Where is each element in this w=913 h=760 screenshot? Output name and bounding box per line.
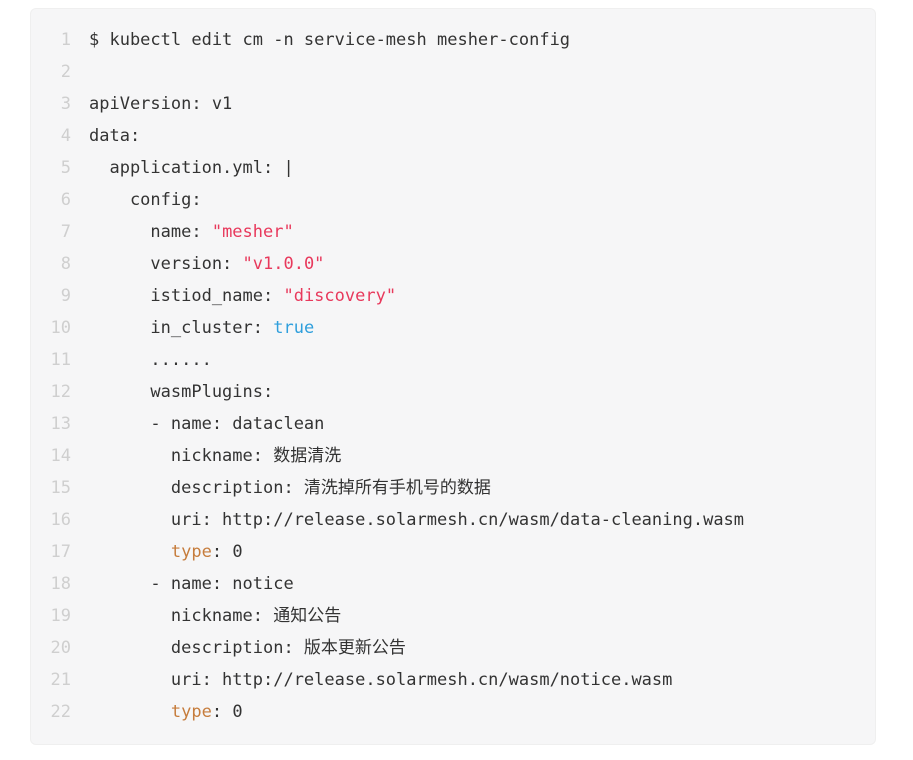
code-line: 21 uri: http://release.solarmesh.cn/wasm…	[31, 664, 875, 696]
code-text: application.yml: |	[71, 152, 294, 184]
line-number: 19	[50, 606, 71, 626]
code-token-plain: version:	[89, 254, 243, 274]
code-token-literal: true	[273, 318, 315, 338]
line-number: 12	[50, 382, 71, 402]
line-number: 15	[50, 478, 71, 498]
line-number: 16	[50, 510, 71, 530]
line-number: 17	[50, 542, 71, 562]
code-text: nickname: 通知公告	[71, 600, 341, 632]
code-token-plain: nickname: 数据清洗	[89, 446, 342, 466]
code-token-plain: application.yml: |	[89, 158, 294, 178]
line-number: 1	[60, 30, 71, 50]
code-token-plain	[89, 542, 171, 562]
code-token-plain: : 0	[211, 702, 243, 722]
code-text: apiVersion: v1	[71, 88, 232, 120]
code-line: 19 nickname: 通知公告	[31, 600, 875, 632]
code-line: 4 data:	[31, 120, 875, 152]
code-token-plain: wasmPlugins:	[89, 382, 274, 402]
line-number: 20	[50, 638, 71, 658]
code-token-plain: description: 版本更新公告	[89, 638, 406, 658]
code-token-plain: in_cluster:	[89, 318, 274, 338]
code-token-plain: - name: notice	[89, 574, 294, 594]
code-text: config:	[71, 184, 202, 216]
line-number: 21	[50, 670, 71, 690]
code-text: nickname: 数据清洗	[71, 440, 341, 472]
code-line: 3 apiVersion: v1	[31, 88, 875, 120]
line-number: 22	[50, 702, 71, 722]
code-line: 20 description: 版本更新公告	[31, 632, 875, 664]
code-text: $ kubectl edit cm -n service-mesh mesher…	[71, 24, 570, 56]
code-line: 2	[31, 56, 875, 88]
code-text: istiod_name: "discovery"	[71, 280, 396, 312]
line-number: 2	[60, 62, 71, 82]
code-token-orange: type	[170, 542, 212, 562]
code-text: data:	[71, 120, 140, 152]
code-line: 15 description: 清洗掉所有手机号的数据	[31, 472, 875, 504]
code-text: name: "mesher"	[71, 216, 294, 248]
line-number: 10	[50, 318, 71, 338]
code-line: 6 config:	[31, 184, 875, 216]
code-text: description: 清洗掉所有手机号的数据	[71, 472, 491, 504]
code-token-plain: description: 清洗掉所有手机号的数据	[89, 478, 491, 498]
line-number: 18	[50, 574, 71, 594]
code-text: uri: http://release.solarmesh.cn/wasm/da…	[71, 504, 744, 536]
code-line: 7 name: "mesher"	[31, 216, 875, 248]
code-line: 22 type: 0	[31, 696, 875, 728]
code-token-plain: uri: http://release.solarmesh.cn/wasm/da…	[89, 510, 745, 530]
code-line: 18 - name: notice	[31, 568, 875, 600]
line-number: 9	[60, 286, 71, 306]
code-token-orange: type	[170, 702, 212, 722]
code-token-plain: $ kubectl edit cm -n service-mesh mesher…	[89, 30, 571, 50]
code-token-plain: apiVersion: v1	[89, 94, 233, 114]
code-token-plain: data:	[89, 126, 141, 146]
code-text: ......	[71, 344, 212, 376]
line-number: 5	[60, 158, 71, 178]
code-line: 17 type: 0	[31, 536, 875, 568]
code-line: 5 application.yml: |	[31, 152, 875, 184]
code-token-plain: - name: dataclean	[89, 414, 325, 434]
code-token-plain: istiod_name:	[89, 286, 284, 306]
code-token-plain: uri: http://release.solarmesh.cn/wasm/no…	[89, 670, 673, 690]
line-number: 13	[50, 414, 71, 434]
code-token-string: "v1.0.0"	[242, 254, 325, 274]
code-token-string: "discovery"	[283, 286, 397, 306]
line-number: 7	[60, 222, 71, 242]
code-token-string: "mesher"	[211, 222, 294, 242]
code-text: - name: dataclean	[71, 408, 324, 440]
code-line: 10 in_cluster: true	[31, 312, 875, 344]
code-line: 11 ......	[31, 344, 875, 376]
code-line: 9 istiod_name: "discovery"	[31, 280, 875, 312]
line-number: 4	[60, 126, 71, 146]
code-text: version: "v1.0.0"	[71, 248, 324, 280]
code-text: uri: http://release.solarmesh.cn/wasm/no…	[71, 664, 673, 696]
code-line: 8 version: "v1.0.0"	[31, 248, 875, 280]
code-text: - name: notice	[71, 568, 294, 600]
line-number: 6	[60, 190, 71, 210]
code-text: type: 0	[71, 696, 243, 728]
line-number: 14	[50, 446, 71, 466]
line-number: 8	[60, 254, 71, 274]
code-token-plain	[89, 702, 171, 722]
line-number: 11	[50, 350, 71, 370]
code-text: in_cluster: true	[71, 312, 314, 344]
code-line: 14 nickname: 数据清洗	[31, 440, 875, 472]
code-token-plain: : 0	[211, 542, 243, 562]
code-token-plain: config:	[89, 190, 202, 210]
code-token-plain: ......	[89, 350, 212, 370]
code-text: description: 版本更新公告	[71, 632, 406, 664]
code-block: 1 $ kubectl edit cm -n service-mesh meshe…	[30, 8, 876, 745]
code-token-plain: name:	[89, 222, 212, 242]
code-line: 16 uri: http://release.solarmesh.cn/wasm…	[31, 504, 875, 536]
code-line: 12 wasmPlugins:	[31, 376, 875, 408]
code-text: wasmPlugins:	[71, 376, 273, 408]
code-line: 13 - name: dataclean	[31, 408, 875, 440]
code-line: 1 $ kubectl edit cm -n service-mesh meshe…	[31, 24, 875, 56]
line-number: 3	[60, 94, 71, 114]
code-text: type: 0	[71, 536, 243, 568]
code-token-plain: nickname: 通知公告	[89, 606, 342, 626]
